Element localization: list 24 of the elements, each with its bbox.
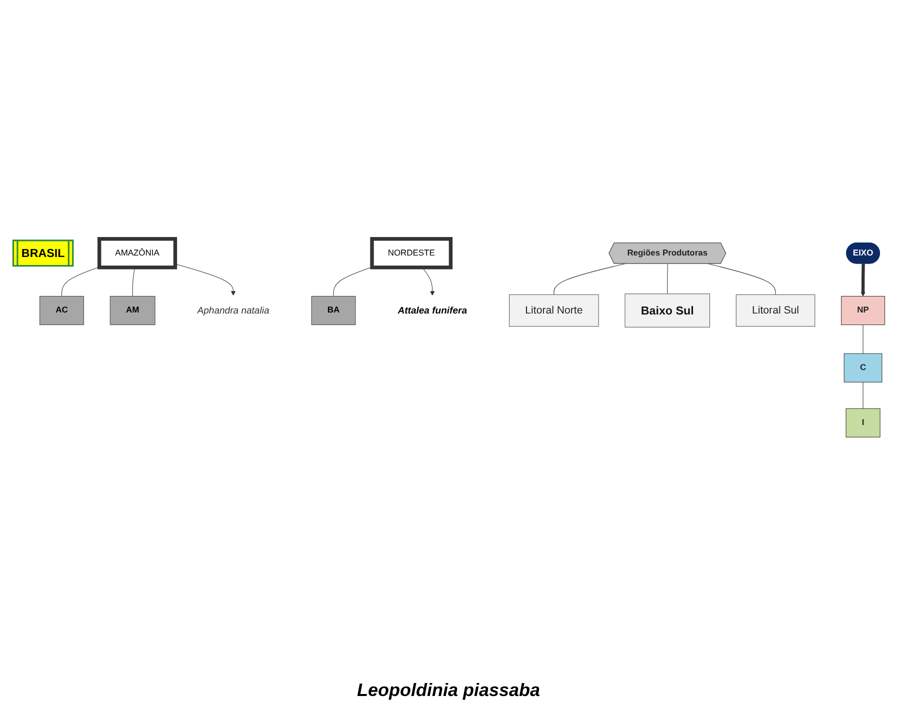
species-name: Leopoldinia piassaba: [356, 680, 540, 701]
connector: [707, 263, 776, 295]
connector: [862, 382, 863, 409]
arrow: [422, 267, 434, 296]
node-text: Aphandra natalia: [196, 304, 269, 316]
node-box: AMAZÔNIA: [96, 237, 177, 270]
node-box: Litoral Norte: [508, 294, 598, 327]
connector: [132, 267, 135, 296]
node-text: Attalea funifera: [397, 304, 467, 316]
node-box: Litoral Sul: [735, 294, 815, 327]
connector: [553, 263, 625, 295]
arrow: [860, 264, 865, 296]
node-box: NP: [840, 296, 885, 326]
connector: [332, 266, 372, 296]
connector: [60, 266, 100, 296]
node-box: NORDESTE: [370, 237, 452, 270]
node-box: C: [843, 353, 882, 382]
node-box: I: [845, 408, 880, 438]
connector: [862, 324, 863, 354]
connector: [666, 263, 668, 294]
node-box: Baixo Sul: [624, 294, 710, 328]
node-box: BA: [310, 296, 356, 326]
node-box: AM: [109, 296, 155, 326]
node-box: AC: [39, 296, 84, 326]
